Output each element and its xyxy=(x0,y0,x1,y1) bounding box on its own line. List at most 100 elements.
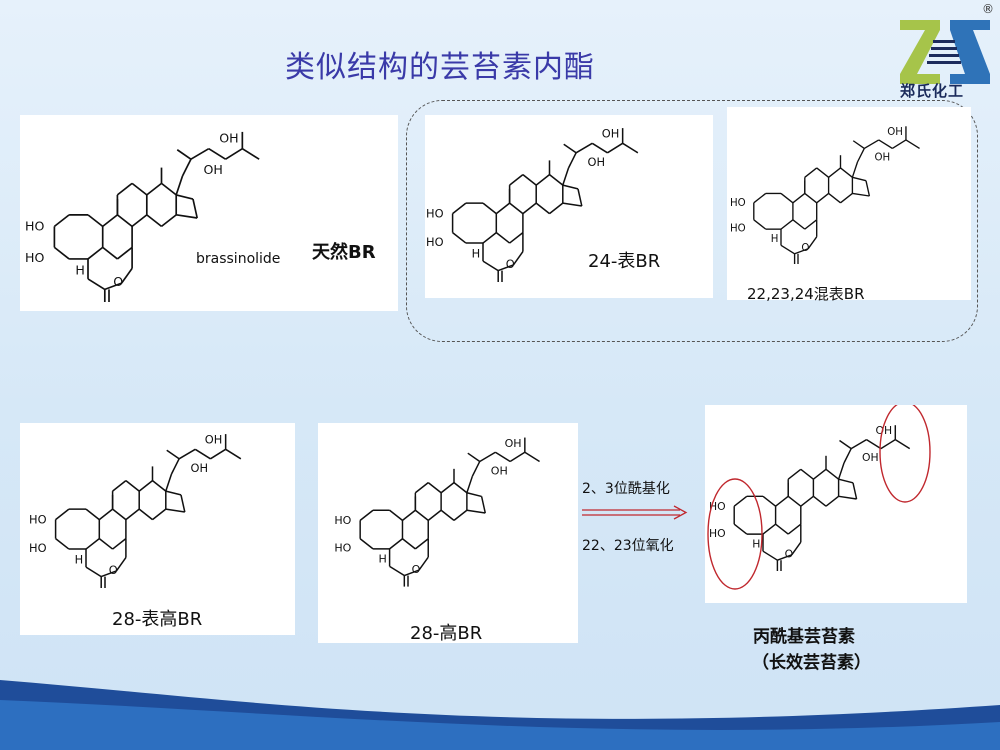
bond-line xyxy=(116,182,133,196)
bond-line xyxy=(180,494,186,513)
atom-label: H xyxy=(75,552,84,566)
bond-line xyxy=(509,202,524,215)
bond-line xyxy=(562,184,579,190)
bond-line xyxy=(146,214,163,228)
bond-line xyxy=(466,492,482,498)
bond-line xyxy=(828,192,841,204)
bond-line xyxy=(452,202,467,215)
highlight-ring-23-oh xyxy=(707,478,763,590)
bond-line xyxy=(775,523,789,535)
bond-line xyxy=(466,475,474,493)
atom-label: HO xyxy=(426,206,444,220)
bond-line xyxy=(843,448,852,464)
bond-line xyxy=(522,202,537,215)
bond-line xyxy=(440,509,455,521)
bond-line xyxy=(165,508,185,513)
bond-line xyxy=(549,174,564,186)
bond-line xyxy=(787,495,802,507)
bond-line xyxy=(175,175,184,196)
bond-line xyxy=(780,244,795,255)
atom-label: O xyxy=(109,563,118,577)
bond-line xyxy=(775,495,789,507)
bond-line xyxy=(840,192,853,204)
bond-line xyxy=(55,538,70,550)
bond-line xyxy=(753,219,767,230)
bond-line xyxy=(404,569,420,577)
bond-line xyxy=(562,202,582,207)
bond-line xyxy=(55,508,70,521)
bond-line xyxy=(112,508,127,521)
bond-line xyxy=(138,508,153,521)
bond-line xyxy=(497,264,514,272)
bond-line xyxy=(509,451,526,463)
bond-line xyxy=(852,482,858,500)
bond-line xyxy=(866,438,882,450)
bond-line xyxy=(389,509,403,521)
bond-line xyxy=(160,214,177,228)
bond-line xyxy=(131,182,148,196)
product-alias: （长效芸苔素） xyxy=(752,653,871,673)
bond-line xyxy=(894,438,911,450)
atom-label: OH xyxy=(191,461,209,475)
atom-label: OH xyxy=(203,162,222,177)
bond-line xyxy=(418,556,429,571)
bond-line xyxy=(878,139,893,149)
bond-line xyxy=(175,194,194,200)
bond-line xyxy=(880,438,896,450)
bond-line xyxy=(812,495,827,507)
bond-line xyxy=(131,214,148,228)
atom-label: HO xyxy=(29,512,47,526)
bond-line xyxy=(402,538,416,550)
atom-label: H xyxy=(379,553,387,566)
bond-line xyxy=(812,468,827,480)
atom-label: OH xyxy=(602,127,620,141)
bond-line xyxy=(85,566,102,578)
bond-line xyxy=(780,219,794,230)
bond-line xyxy=(100,570,117,578)
bond-line xyxy=(591,142,608,154)
bond-line xyxy=(495,232,511,244)
bond-line xyxy=(549,202,564,215)
bond-line xyxy=(828,167,841,178)
bond-line xyxy=(535,202,550,215)
bond-line xyxy=(804,219,818,230)
atom-label: O xyxy=(785,548,794,561)
bond-line xyxy=(176,149,192,160)
bond-line xyxy=(800,468,814,480)
bond-line xyxy=(825,468,840,480)
bond-line xyxy=(125,480,140,492)
bond-line xyxy=(837,462,845,480)
bond-line xyxy=(567,152,577,169)
bond-line xyxy=(112,538,127,550)
bond-line xyxy=(178,448,196,460)
atom-label: HO xyxy=(426,235,444,249)
bond-line xyxy=(102,214,118,228)
bond-line xyxy=(116,214,133,228)
atom-label: H xyxy=(771,234,779,245)
bond-line xyxy=(115,557,127,572)
atom-label: H xyxy=(75,263,84,278)
bond-line xyxy=(856,148,865,163)
atom-label: O xyxy=(506,257,515,271)
bond-line xyxy=(787,468,802,480)
bond-line xyxy=(440,482,455,494)
bond-line xyxy=(607,142,624,154)
bond-line xyxy=(482,260,499,272)
bond-line xyxy=(816,192,830,204)
atom-label: OH xyxy=(876,424,893,437)
bond-line xyxy=(905,139,920,149)
bond-line xyxy=(120,267,133,284)
bond-line xyxy=(780,192,794,204)
bond-line xyxy=(762,523,777,535)
bond-line xyxy=(852,192,870,197)
bond-line xyxy=(98,538,114,550)
bond-line xyxy=(479,451,496,463)
bond-line xyxy=(389,538,403,550)
company-logo-text: 郑氏化工 xyxy=(900,82,965,100)
atom-label: OH xyxy=(491,464,508,477)
